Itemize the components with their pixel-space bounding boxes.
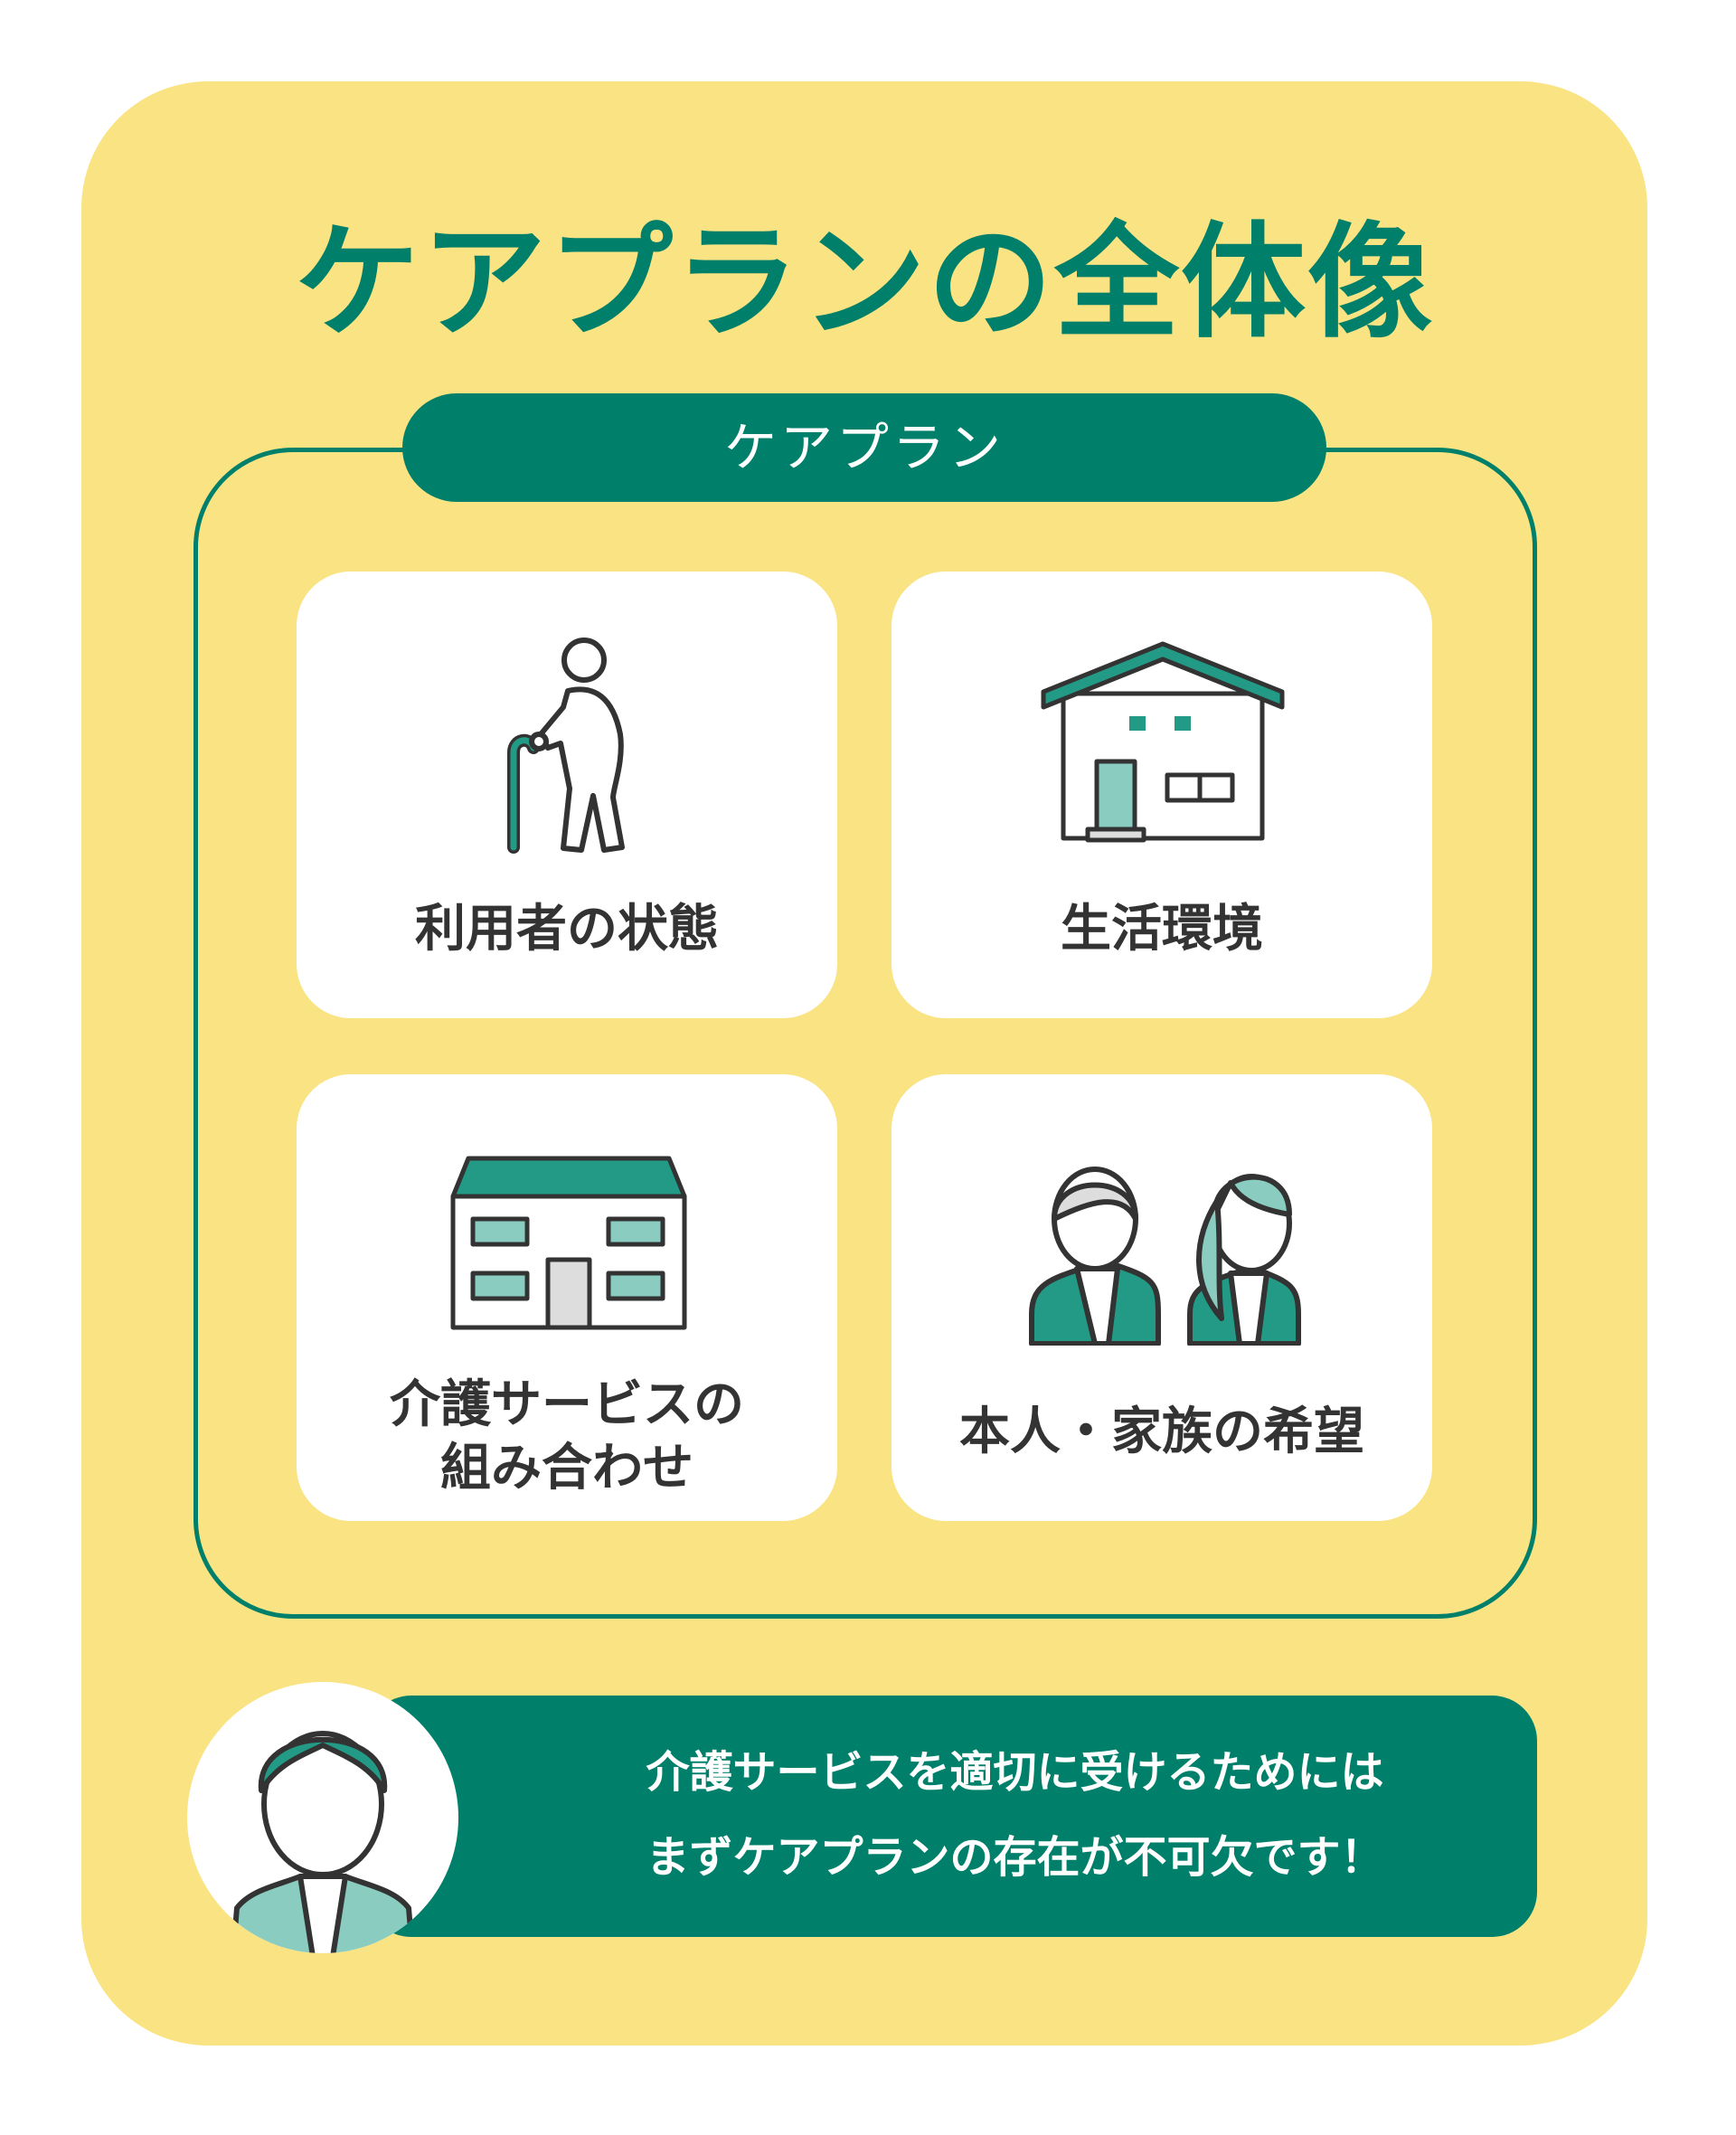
tile-family-wishes: 本人・家族の希望	[892, 1074, 1432, 1521]
tile-living-environment: 生活環境	[892, 572, 1432, 1018]
tile-service-combination: 介護サービスの 組み合わせ	[297, 1074, 837, 1521]
elderly-person-with-cane-icon	[507, 638, 625, 854]
banner-line-1: 介護サービスを適切に受けるためには	[646, 1747, 1384, 1798]
caregiver-icon	[230, 1731, 416, 1953]
tile-label-line1: 介護サービスの	[390, 1375, 744, 1434]
message-banner: 介護サービスを適切に受けるためには まずケアプランの存在が不可欠です！	[366, 1696, 1537, 1937]
caregiver-avatar	[187, 1682, 458, 1953]
house-icon	[1041, 641, 1285, 843]
tile-label: 利用者の状態	[415, 900, 719, 959]
page-title: ケアプランの全体像	[294, 210, 1434, 355]
careplan-pill-label: ケアプラン	[402, 393, 1326, 502]
tile-user-condition: 利用者の状態	[297, 572, 837, 1018]
tile-label: 生活環境	[1061, 900, 1263, 959]
tile-label: 本人・家族の希望	[959, 1403, 1364, 1461]
banner-line-2: まずケアプランの存在が不可欠です！	[646, 1832, 1384, 1883]
family-icon	[1029, 1167, 1301, 1346]
care-facility-icon	[450, 1156, 687, 1330]
tile-label-line2: 組み合わせ	[440, 1439, 693, 1497]
